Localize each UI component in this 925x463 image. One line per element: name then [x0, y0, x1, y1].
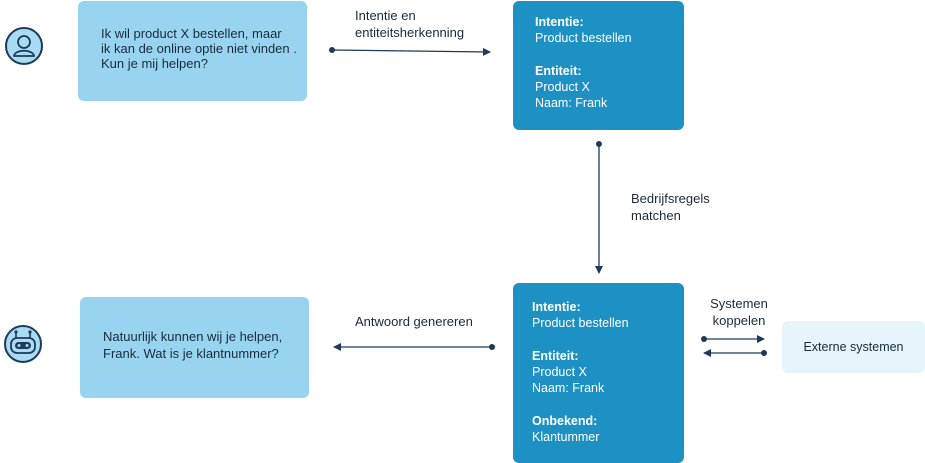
intent-group: Intentie: Product bestellen	[535, 14, 674, 46]
edge-label-line: Systemen	[710, 296, 768, 311]
bot-message-line: Frank. Wat is je klantnummer?	[103, 346, 279, 361]
robot-icon	[4, 325, 42, 363]
user-message-bubble: Ik wil product X bestellen, maar ik kan …	[78, 1, 307, 101]
entity-group: Entiteit: Product X Naam: Frank	[535, 63, 674, 111]
edge-label-intent-recognition: Intentie en entiteitsherkenning	[355, 7, 464, 41]
user-message-line: Ik wil product X bestellen, maar	[101, 26, 282, 41]
entity-value: Product X	[535, 80, 590, 94]
edge-label-connect-systems: Systemen koppelen	[708, 295, 770, 329]
edge-intent-recognition	[329, 47, 491, 56]
intent-group: Intentie: Product bestellen	[532, 299, 674, 331]
entity-group: Entiteit: Product X Naam: Frank	[532, 348, 674, 396]
intent-label: Intentie:	[535, 15, 584, 29]
unknown-label: Onbekend:	[532, 414, 598, 428]
intent-value: Product bestellen	[535, 31, 632, 45]
entity-value: Product X	[532, 365, 587, 379]
entity-value: Naam: Frank	[532, 381, 605, 395]
intent-value: Product bestellen	[532, 316, 629, 330]
entity-value: Naam: Frank	[535, 96, 608, 110]
user-message-line: ik kan de online optie niet vinden .	[101, 41, 297, 56]
bot-message-bubble: Natuurlijk kunnen wij je helpen, Frank. …	[80, 297, 309, 398]
user-icon	[5, 27, 43, 65]
nlu-result-box: Intentie: Product bestellen Entiteit: Pr…	[513, 1, 684, 130]
edge-label-line: Intentie en	[355, 8, 416, 23]
edge-label-generate-answer: Antwoord genereren	[355, 314, 473, 329]
unknown-value: Klantummer	[532, 430, 600, 444]
intent-label: Intentie:	[532, 300, 581, 314]
edge-label-business-rules: Bedrijfsregels matchen	[631, 190, 710, 224]
bot-message-line: Natuurlijk kunnen wij je helpen,	[103, 329, 283, 344]
entity-label: Entiteit:	[535, 64, 582, 78]
edge-label-line: entiteitsherkenning	[355, 25, 465, 40]
external-systems-box: Externe systemen	[782, 321, 925, 373]
edge-connect-systems	[701, 335, 767, 357]
entity-label: Entiteit:	[532, 349, 579, 363]
edge-business-rules	[595, 141, 603, 274]
edge-label-line: Bedrijfsregels	[631, 191, 710, 206]
edge-generate-answer	[333, 343, 495, 351]
business-rules-box: Intentie: Product bestellen Entiteit: Pr…	[513, 283, 684, 463]
edge-label-line: koppelen	[712, 313, 766, 328]
user-message-line: Kun je mij helpen?	[101, 56, 208, 71]
unknown-group: Onbekend: Klantummer	[532, 413, 674, 445]
edge-label-line: matchen	[631, 208, 681, 223]
